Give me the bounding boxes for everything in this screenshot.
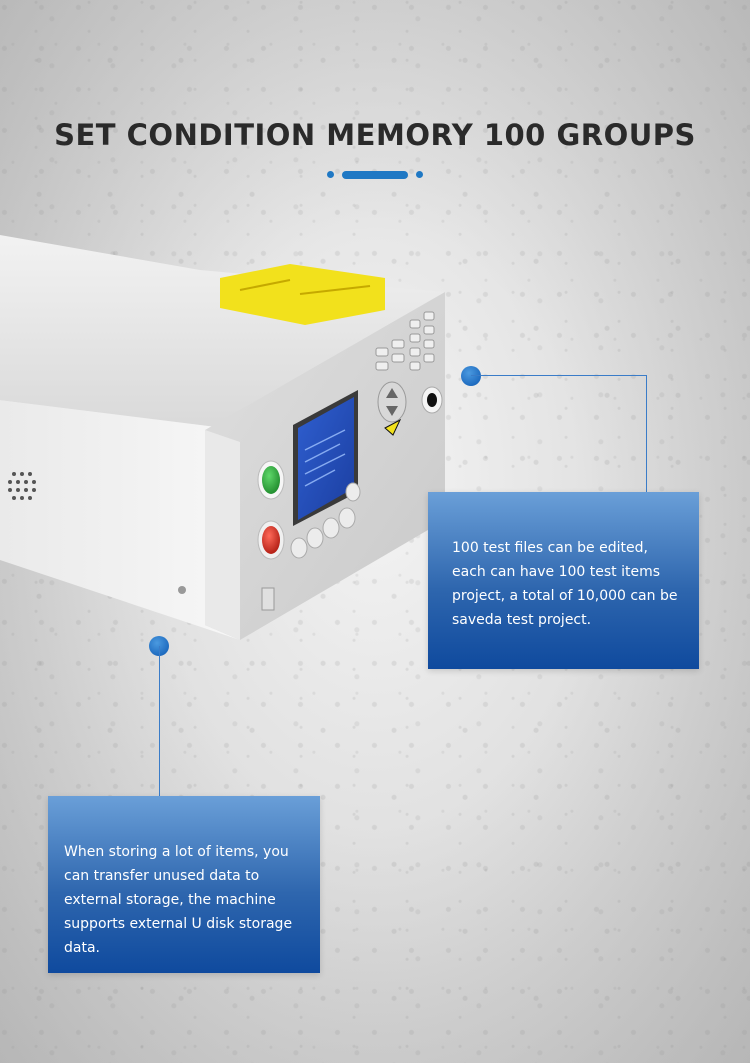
divider-bar — [342, 171, 408, 179]
callout-box-2: When storing a lot of items, you can tra… — [48, 796, 320, 973]
callout-dot-1 — [461, 366, 481, 386]
callout-box-1: 100 test files can be edited, each can h… — [428, 492, 699, 669]
callout-connector-2 — [159, 646, 160, 796]
divider-dot-left — [327, 171, 334, 178]
page-title: SET CONDITION MEMORY 100 GROUPS — [54, 118, 696, 152]
test-instrument-image — [0, 235, 445, 640]
callout-connector-1-vertical — [646, 375, 647, 492]
divider-dot-right — [416, 171, 423, 178]
title-divider — [327, 170, 423, 180]
callout-text-1: 100 test files can be edited, each can h… — [452, 540, 678, 628]
callout-connector-1-horizontal — [471, 375, 647, 376]
callout-text-2: When storing a lot of items, you can tra… — [64, 844, 293, 956]
